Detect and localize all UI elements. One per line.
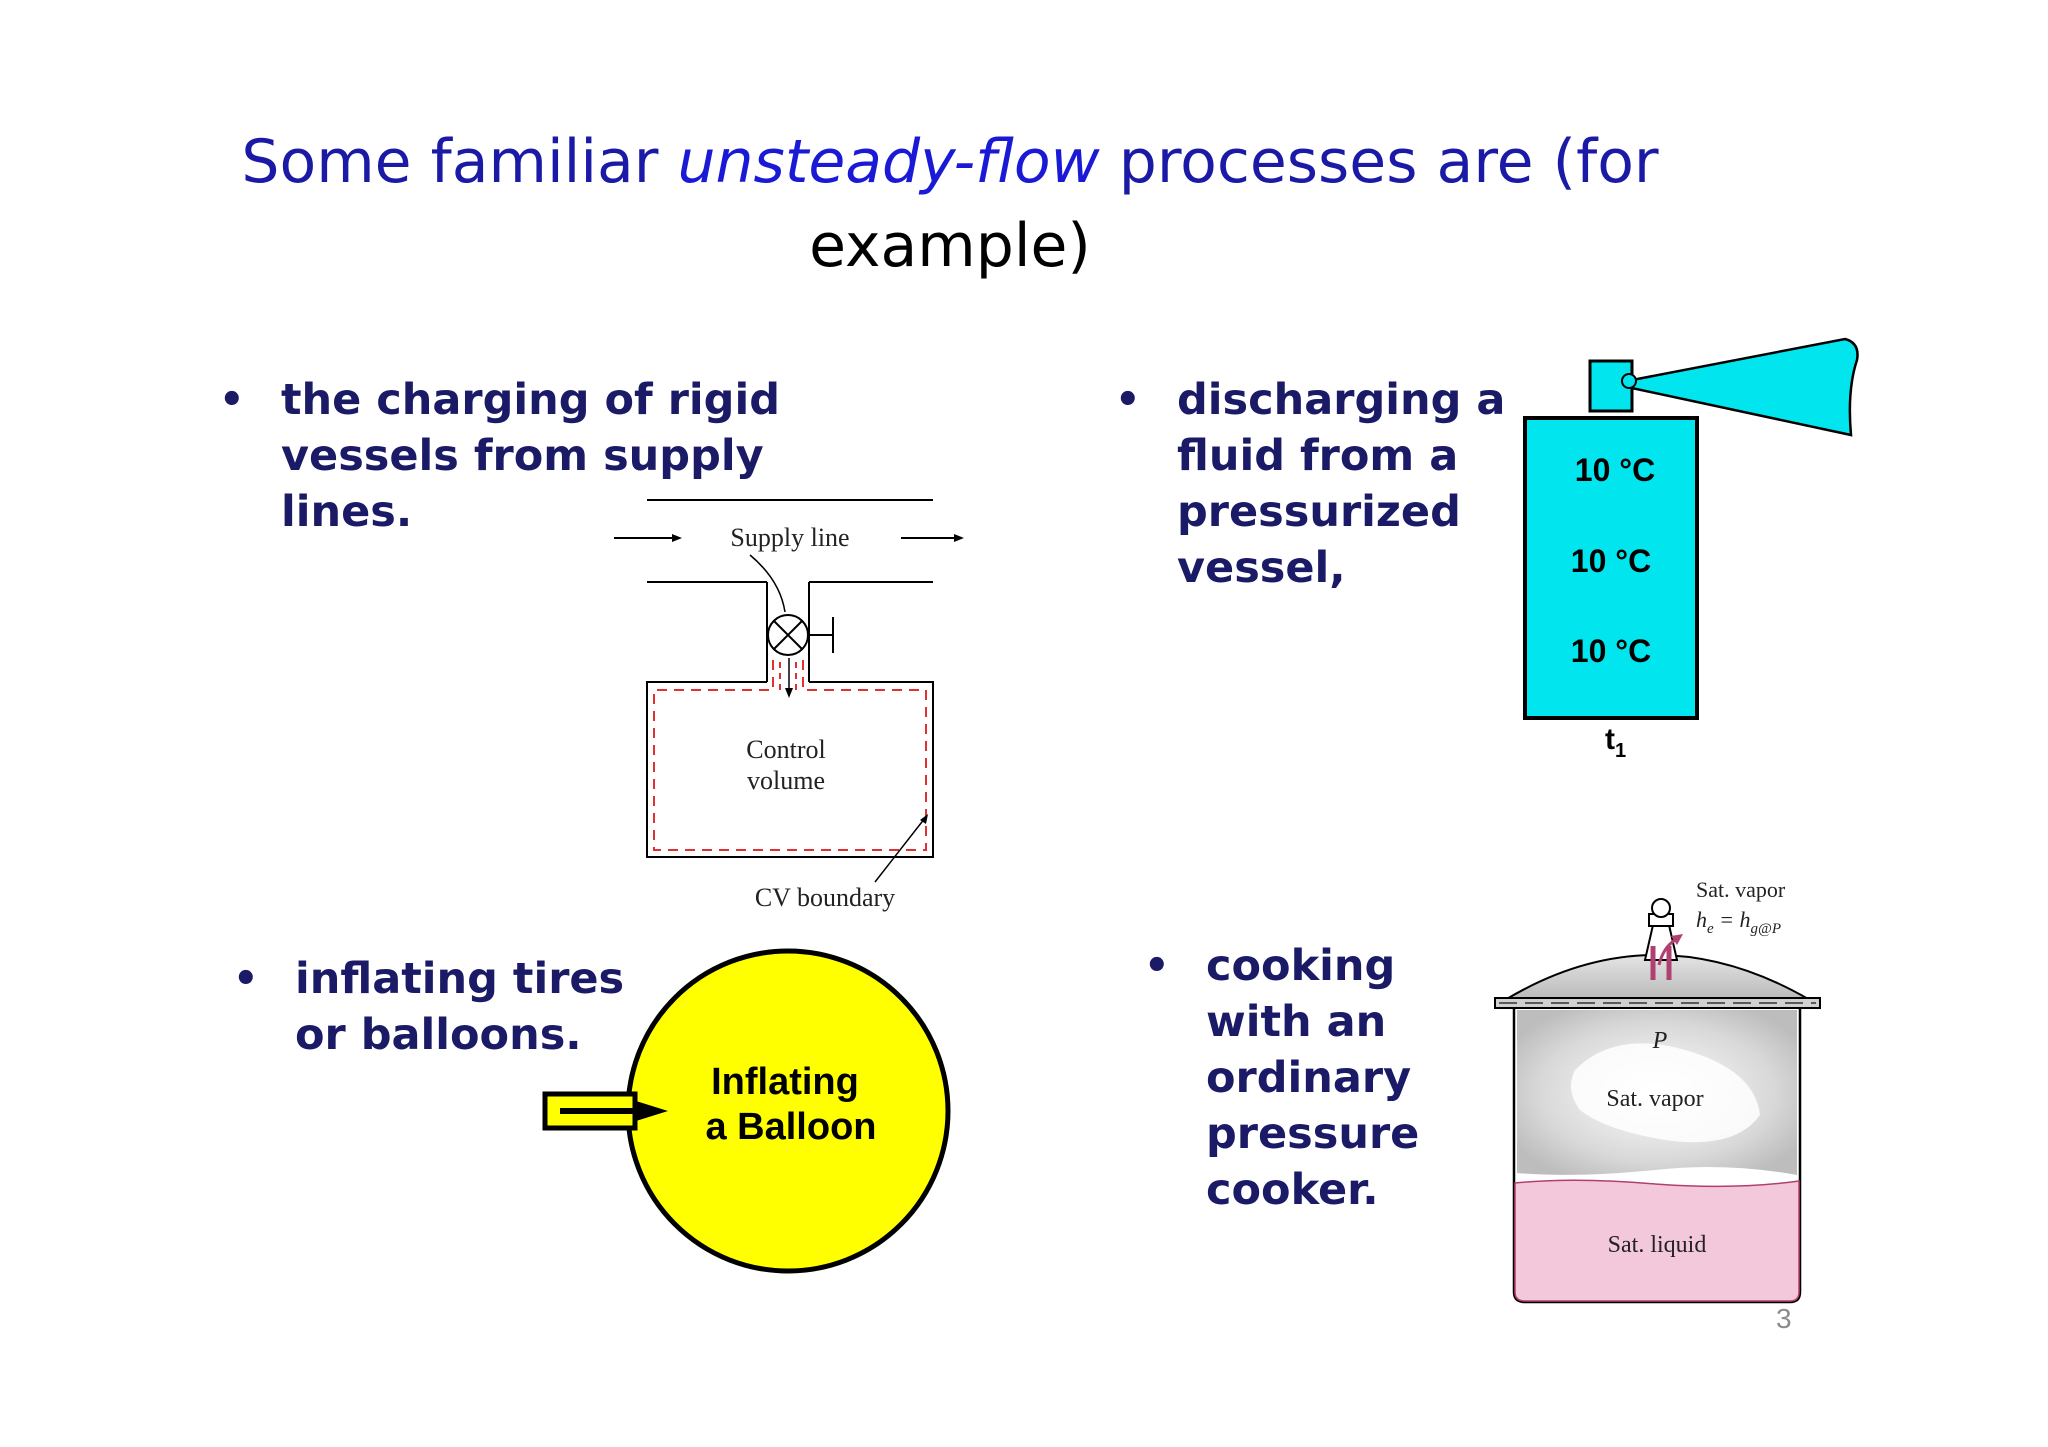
bullet-line: vessels from supply — [281, 431, 764, 481]
liquid-label: Sat. liquid — [1608, 1232, 1707, 1258]
inflow-arrow-icon — [636, 1101, 668, 1121]
exit-enthalpy-label: he = hg@P — [1696, 907, 1781, 937]
bullet-line: pressurized — [1177, 487, 1461, 537]
bullet-discharging: • discharging a fluid from a pressurized… — [1115, 372, 1506, 596]
title-line-1: Some familiar unsteady-flow processes ar… — [0, 120, 1900, 204]
page-number: 3 — [1776, 1303, 1792, 1334]
he-symbol: h — [1696, 907, 1707, 932]
title-part-1: Some familiar — [241, 127, 678, 197]
bullet-line: ordinary — [1206, 1053, 1412, 1103]
bullet-line: the charging of rigid — [281, 375, 780, 425]
time-label: t1 — [1605, 723, 1626, 762]
spray-plume — [1625, 337, 1859, 437]
pressurized-vessel-diagram: 10 °C 10 °C 10 °C t1 — [1523, 337, 1859, 762]
bullet-line: fluid from a — [1177, 431, 1459, 481]
escaping-vapor-arrow-icon — [1671, 934, 1683, 945]
control-volume-label-2: volume — [747, 766, 825, 795]
bullet-line: with an — [1206, 997, 1387, 1047]
balloon-diagram: Inflating a Balloon — [542, 948, 951, 1274]
bullet-cooking: • cooking with an ordinary pressure cook… — [1144, 938, 1420, 1218]
vessel-nozzle — [1588, 359, 1634, 413]
bullet-charging: • the charging of rigid vessels from sup… — [219, 372, 780, 540]
balloon-label-2: a Balloon — [705, 1106, 876, 1148]
bullet-line: vessel, — [1177, 543, 1346, 593]
supply-line-label: Supply line — [730, 523, 849, 552]
title-line-2: example) — [809, 211, 1091, 281]
bullet-line: or balloons. — [295, 1010, 582, 1060]
bullet-dot: • — [219, 377, 245, 423]
bullet-line: inflating tires — [295, 954, 625, 1004]
vapor-label: Sat. vapor — [1606, 1086, 1703, 1112]
exit-vapor-label: Sat. vapor — [1696, 877, 1786, 902]
slide-title: Some familiar unsteady-flow processes ar… — [0, 120, 1900, 288]
pressure-cooker-diagram: Sat. vapor he = hg@P P Sat. vapor Sat. l… — [1494, 877, 1821, 1304]
balloon-label-1: Inflating — [711, 1061, 859, 1103]
supply-line-diagram: Supply line Control volume CV boundary — [614, 499, 964, 912]
vessel-body — [1523, 416, 1699, 720]
bullet-line: cooker. — [1206, 1165, 1379, 1215]
title-emphasis: unsteady-flow — [677, 127, 1100, 197]
temp-label: 10 °C — [1571, 543, 1651, 579]
hg-sub: g@P — [1751, 921, 1781, 937]
time-label-t: t — [1605, 723, 1615, 756]
bullet-line: lines. — [281, 487, 413, 537]
he-sub: e — [1707, 921, 1714, 937]
temp-label: 10 °C — [1575, 452, 1655, 488]
temp-label: 10 °C — [1571, 633, 1651, 669]
title-part-2: processes are (for — [1099, 127, 1659, 197]
saturated-liquid — [1514, 1179, 1800, 1302]
time-label-sub: 1 — [1615, 740, 1626, 762]
bullet-line: pressure — [1206, 1109, 1420, 1159]
bullet-dot: • — [1115, 377, 1141, 423]
pressure-label: P — [1652, 1028, 1668, 1054]
bullet-dot: • — [1144, 943, 1170, 989]
control-volume-label-1: Control — [746, 735, 825, 764]
bullet-inflating: • inflating tires or balloons. — [233, 951, 625, 1063]
hg-symbol: = h — [1714, 907, 1751, 932]
bullet-line: cooking — [1206, 941, 1396, 991]
bullet-dot: • — [233, 956, 259, 1002]
bullet-line: discharging a — [1177, 375, 1506, 425]
cv-boundary-label: CV boundary — [755, 883, 895, 912]
